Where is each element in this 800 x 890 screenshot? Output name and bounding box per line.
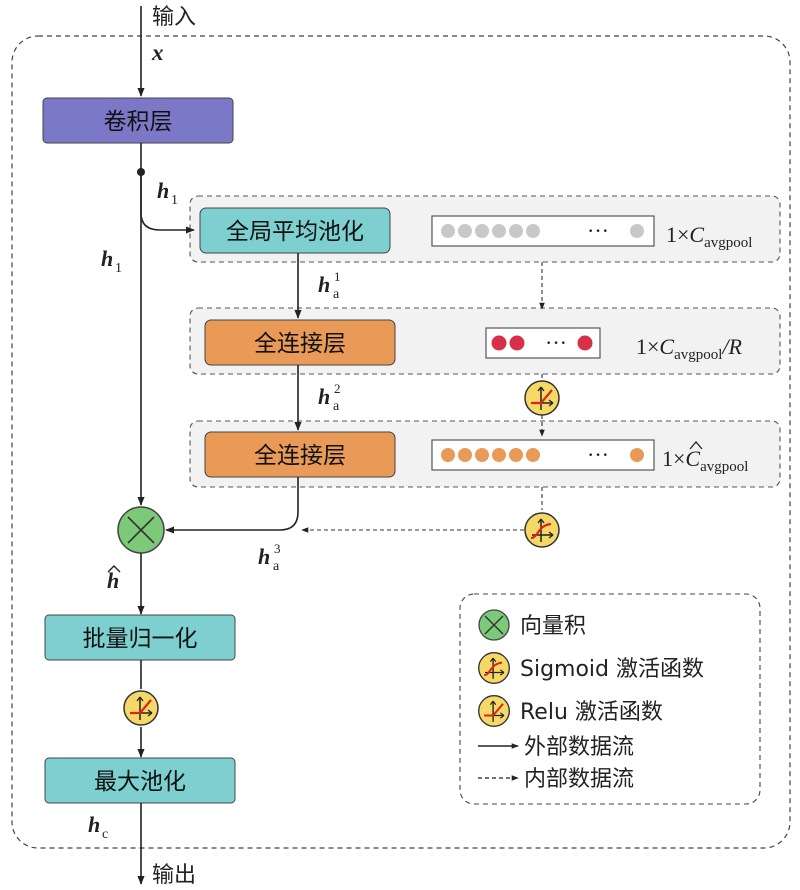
fc2-vector-dot — [492, 448, 506, 462]
c-hat-mark — [689, 441, 703, 450]
svg-text:a: a — [333, 287, 340, 302]
legend-outer-flow-label: 外部数据流 — [524, 735, 634, 760]
legend-product-label: 向量积 — [520, 614, 586, 639]
svg-text:1: 1 — [334, 269, 341, 284]
gap-vector-dot — [526, 224, 540, 238]
gap-dimension: 1×Cavgpool — [666, 222, 752, 251]
ha2-label: h a 2 — [318, 381, 341, 414]
gap-block-label: 全局平均池化 — [226, 219, 364, 245]
svg-text:1×Cavgpool: 1×Cavgpool — [662, 446, 748, 475]
relu-icon — [523, 379, 561, 417]
branch-to-gap — [140, 172, 195, 234]
gap-vector-dots — [441, 224, 644, 238]
h1-branch-label: h 1 — [157, 178, 178, 208]
fc2-block — [204, 431, 396, 478]
fc1-vector-dot — [491, 335, 507, 351]
ha1-label: h a 1 — [318, 269, 341, 302]
fc2-vector-dot — [526, 448, 540, 462]
gap-vector-dot — [492, 224, 506, 238]
bn-block — [44, 614, 236, 661]
svg-text:h: h — [88, 812, 100, 837]
legend-box — [459, 593, 761, 805]
gap-vector-dot — [475, 224, 489, 238]
legend-relu-label: Relu 激活函数 — [520, 700, 663, 725]
fc1-dimension: 1×Cavgpool/R — [636, 334, 743, 363]
svg-text:a: a — [273, 559, 280, 574]
fc2-vector-dot — [630, 448, 644, 462]
svg-text:1: 1 — [171, 193, 178, 208]
svg-text:h: h — [101, 246, 113, 271]
fc2-vector-dot — [475, 448, 489, 462]
fc2-block-label: 全连接层 — [254, 443, 346, 469]
gap-vector — [431, 215, 655, 247]
legend-sigmoid-label: Sigmoid 激活函数 — [520, 657, 704, 682]
hc-label: h c — [88, 812, 108, 842]
fc2-vector-dot — [509, 448, 523, 462]
symbol-x: x — [151, 40, 164, 65]
output-label: 输出 — [152, 863, 196, 888]
svg-text:2: 2 — [334, 381, 341, 396]
fc2-vector-dot — [458, 448, 472, 462]
legend-inner-flow-label: 内部数据流 — [524, 767, 634, 792]
conv-block — [42, 97, 234, 144]
svg-text:h: h — [318, 384, 330, 409]
svg-text:1×Cavgpool/R: 1×Cavgpool/R — [636, 334, 743, 363]
conv-block-label: 卷积层 — [104, 109, 173, 135]
svg-text:h: h — [258, 544, 270, 569]
svg-text:h: h — [157, 178, 169, 203]
outer-frame — [11, 35, 791, 849]
fc2-vector-ellipsis: ··· — [587, 442, 609, 467]
gap-block — [199, 207, 391, 254]
fc2-vector-dot — [441, 448, 455, 462]
gap-vector-ellipsis: ··· — [587, 218, 609, 243]
legend-sigmoid-icon — [477, 651, 511, 685]
relu-icon-main — [122, 689, 160, 727]
svg-text:h: h — [318, 272, 330, 297]
h1-trunk-label: h 1 — [101, 246, 122, 276]
fc1-vector-dot — [509, 335, 525, 351]
input-label: 输入 — [152, 5, 196, 30]
legend-product-icon — [478, 609, 510, 641]
svg-text:c: c — [102, 827, 108, 842]
fc2-dimension: 1×Cavgpool — [662, 441, 748, 475]
fc1-vector-dots — [491, 335, 593, 351]
gap-vector-dot — [509, 224, 523, 238]
ha3-label: h a 3 — [258, 541, 281, 574]
gap-vector-dot — [458, 224, 472, 238]
product-icon — [117, 506, 165, 554]
fc2-to-product-arrow — [165, 477, 299, 534]
h-hat-label: h — [107, 565, 121, 593]
svg-text:3: 3 — [274, 541, 281, 556]
fc2-vector-dots — [441, 448, 644, 462]
fc1-vector-ellipsis: ··· — [545, 330, 567, 355]
maxpool-block — [44, 757, 236, 804]
maxpool-block-label: 最大池化 — [94, 769, 186, 795]
legend-relu-icon — [477, 694, 511, 728]
sigmoid-icon — [523, 511, 561, 549]
svg-text:h: h — [107, 568, 119, 593]
bn-block-label: 批量归一化 — [83, 626, 198, 652]
svg-text:a: a — [333, 399, 340, 414]
svg-text:1: 1 — [115, 261, 122, 276]
gap-vector-dot — [441, 224, 455, 238]
fc1-block-label: 全连接层 — [254, 331, 346, 357]
fc1-vector-dot — [577, 335, 593, 351]
svg-text:1×Cavgpool: 1×Cavgpool — [666, 222, 752, 251]
fc1-block — [204, 319, 396, 366]
gap-vector-dot — [630, 224, 644, 238]
